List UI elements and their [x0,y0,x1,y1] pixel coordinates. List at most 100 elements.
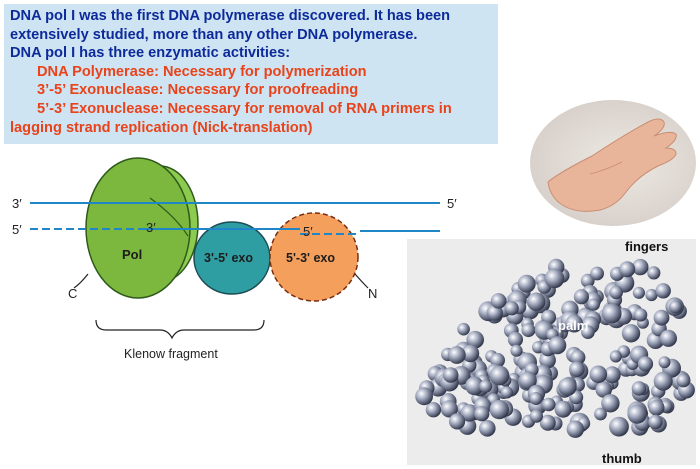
atom-sphere [539,414,556,431]
atom-sphere [474,406,490,422]
atom-sphere [590,266,604,281]
atom-sphere [457,322,470,336]
n-terminus-label: N [368,286,377,301]
atom-sphere [632,286,645,299]
atom-sphere [539,351,556,369]
n-terminus-line [354,273,369,289]
atom-sphere [415,387,433,406]
atom-sphere [609,416,629,437]
atom-sphere [648,399,665,416]
text-line-2: extensively studied, more than any other… [10,26,418,43]
atom-sphere [541,397,556,412]
hand-photo [530,100,696,226]
atom-sphere [565,314,583,333]
atom-sphere [645,288,658,302]
atom-sphere [603,366,621,384]
c-terminus-label: C [68,286,77,301]
hand-shape [547,118,677,212]
activity-continuation: lagging strand replication (Nick-transla… [10,119,313,136]
atom-sphere [655,283,671,299]
atom-sphere [519,371,537,390]
palm-label: palm [558,318,588,333]
pol-3prime-label: 3′ [146,220,156,235]
text-line-1: DNA pol I was the first DNA polymerase d… [10,8,451,24]
atom-sphere [461,344,480,363]
activity-5-3-exonuclease: 5’-3’ Exonuclease: Necessary for removal… [37,100,452,117]
atom-sphere [517,274,536,293]
activity-polymerase: DNA Polymerase: Necessary for polymeriza… [37,63,367,80]
atom-sphere [442,367,459,383]
atom-sphere [573,289,589,305]
atom-sphere [589,365,608,384]
atom-sphere [566,420,584,438]
atom-sphere [609,350,622,363]
atom-sphere [479,379,493,393]
atom-sphere [558,377,577,396]
atom-sphere [587,298,600,311]
atom-sphere [633,308,648,322]
klenow-fragment-label: Klenow fragment [124,347,218,361]
atom-sphere [466,330,484,349]
description-text-box: DNA pol I was the first DNA polymerase d… [4,4,498,144]
atom-sphere [601,303,622,324]
strand-top-right-label: 5′ [447,196,457,211]
atom-sphere [554,400,572,418]
atom-sphere [659,329,677,347]
space-filling-model: fingers palm thumb [415,239,695,465]
exo-3-5-label: 3'-5' exo [204,251,253,265]
atom-sphere [447,346,466,364]
atom-sphere [479,420,496,437]
dna-pol-domain-diagram: 3′ 5′ 5′ 3′ Pol 3'-5' exo 5′ 5'-3' exo C… [12,157,457,361]
atom-sphere [595,381,612,398]
text-line-3: DNA pol I has three enzymatic activities… [10,45,291,62]
atom-sphere [440,400,458,418]
atom-sphere [676,373,691,388]
atom-sphere [529,392,543,405]
atom-sphere [658,356,671,369]
atom-sphere [619,261,636,278]
atom-sphere [489,399,509,420]
fingers-label: fingers [625,239,668,254]
atom-sphere [507,331,523,348]
strand-bottom-left-label: 5′ [12,222,22,237]
atom-sphere [632,258,649,276]
thumb-label: thumb [602,451,642,465]
atom-sphere [581,325,595,339]
atom-sphere [544,268,565,289]
atom-sphere [594,407,607,421]
atom-sphere [521,323,536,338]
atom-sphere [569,361,585,377]
strand-top-left-label: 3′ [12,196,22,211]
atom-sphere [601,394,620,413]
pol-label: Pol [122,247,142,262]
atom-sphere [449,413,466,430]
atom-sphere [527,292,546,311]
atom-sphere [510,344,523,357]
atom-sphere [529,409,543,423]
atom-sphere [490,293,507,309]
c-terminus-line [73,273,89,289]
atom-sphere [548,336,567,355]
atom-sphere [609,285,623,300]
atom-sphere [669,300,683,314]
activity-3-5-exonuclease: 3’-5’ Exonuclease: Necessary for proofre… [37,82,359,99]
atom-sphere [465,376,484,396]
exo-5-3-label: 5'-3' exo [286,251,335,265]
atom-sphere [460,404,479,422]
atom-sphere [500,386,513,399]
atom-sphere [653,309,670,326]
atom-sphere [647,266,661,280]
atom-sphere [504,301,519,316]
atom-sphere [580,273,595,288]
atom-sphere [627,404,647,424]
atom-sphere [631,381,647,396]
atom-sphere [648,414,663,430]
atom-sphere [621,324,641,343]
atom-cluster [415,258,695,438]
molecule-image: fingers palm thumb [407,239,696,465]
atom-sphere [570,349,586,365]
klenow-brace [95,319,265,340]
atom-sphere [425,402,442,418]
atom-sphere [637,356,654,372]
exo-5-3-5prime-label: 5′ [303,224,313,239]
